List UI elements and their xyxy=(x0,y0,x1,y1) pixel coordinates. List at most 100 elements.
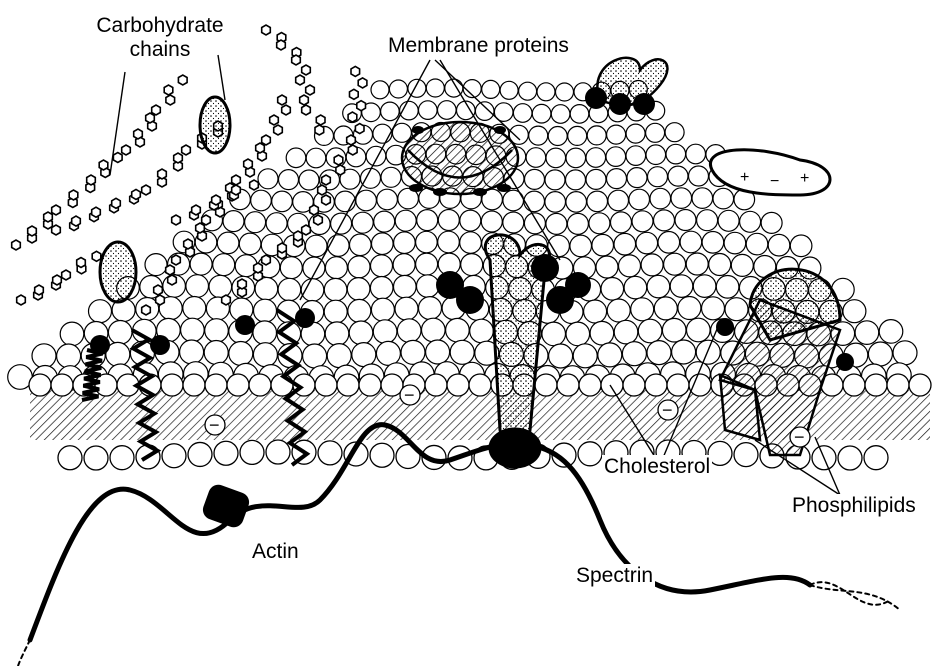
phospholipid-head xyxy=(181,318,205,342)
phospholipid-head xyxy=(641,254,663,276)
phospholipid-head xyxy=(180,340,204,364)
phospholipid-head xyxy=(315,374,337,396)
phospholipid-head xyxy=(426,79,444,97)
phospholipid-head xyxy=(110,446,134,470)
phospholipid-head xyxy=(573,344,597,368)
charge-minus: − xyxy=(662,400,673,420)
phospholipid-head xyxy=(666,144,686,164)
sugar-ring xyxy=(278,95,287,105)
phospholipid-head xyxy=(626,124,645,143)
phospholipid-head xyxy=(425,374,447,396)
sugar-ring xyxy=(168,275,177,285)
phospholipid-head xyxy=(601,374,623,396)
phospholipid-head xyxy=(843,300,866,323)
phospholipid-head xyxy=(266,440,290,464)
phospholipid-head xyxy=(205,374,227,396)
phospholipid-head xyxy=(419,297,442,320)
sugar-ring xyxy=(348,112,357,122)
sugar-ring xyxy=(182,145,191,155)
phospholipid-head xyxy=(301,279,324,302)
phospholipid-head xyxy=(667,374,689,396)
phospholipid-head xyxy=(422,318,446,342)
ankyrin-anchor xyxy=(493,438,537,466)
phospholipid-head xyxy=(537,83,555,101)
phospholipid-head xyxy=(590,321,614,345)
phospholipid-head xyxy=(254,299,277,322)
phospholipid-head xyxy=(213,254,235,276)
phospholipid-head xyxy=(648,167,668,187)
phospholipid-head xyxy=(693,275,716,298)
phospholipid-head xyxy=(227,374,249,396)
sugar-ring xyxy=(164,85,173,95)
phospholipid-head xyxy=(725,298,748,321)
sugar-ring xyxy=(250,180,259,190)
sugar-ring xyxy=(351,66,360,76)
phospholipid-head xyxy=(303,344,327,368)
phospholipid-head xyxy=(570,235,592,257)
phospholipid-head xyxy=(349,321,373,345)
phospholipid-head xyxy=(606,147,626,167)
sugar-ring xyxy=(12,240,21,250)
phospholipid-head xyxy=(614,233,636,255)
sugar-ring xyxy=(52,225,61,235)
charge-plus: + xyxy=(740,169,749,186)
sugar-ring xyxy=(316,115,325,125)
phospholipid-head xyxy=(702,297,725,320)
sugar-ring xyxy=(270,115,279,125)
sugar-ring xyxy=(347,135,356,145)
actin-junction xyxy=(200,482,252,530)
phospholipid-head xyxy=(607,125,626,144)
phospholipid-head xyxy=(864,446,888,470)
sugar-ring xyxy=(152,105,161,115)
phospholipid-head xyxy=(500,81,518,99)
phospholipid-head xyxy=(389,80,407,98)
phospholipid-head xyxy=(647,341,671,365)
phospholipid-head xyxy=(713,188,734,209)
phospholipid-head xyxy=(305,235,327,257)
phospholipid-head xyxy=(217,232,239,254)
sugar-ring xyxy=(17,295,26,305)
phospholipid-head xyxy=(549,344,573,368)
phospholipid-head xyxy=(272,191,293,212)
phospholipid-head xyxy=(366,146,386,166)
sugar-ring xyxy=(357,101,366,111)
sugar-ring xyxy=(192,205,201,215)
phospholipid-head xyxy=(646,145,666,165)
phospholipid-head xyxy=(394,275,417,298)
sugar-ring xyxy=(62,270,71,280)
phospholipid-head xyxy=(697,210,718,231)
membrane-proteins-label: Membrane proteins xyxy=(386,34,571,58)
phospholipid-head xyxy=(89,300,112,323)
phospholipid-head xyxy=(460,210,481,231)
sugar-ring xyxy=(348,145,357,155)
phospholipid-head xyxy=(306,148,326,168)
actin-label: Actin xyxy=(250,540,301,564)
phospholipid-head xyxy=(370,443,394,467)
phospholipid-head xyxy=(186,275,209,298)
phospholipid-head xyxy=(417,275,440,298)
phospholipid-head xyxy=(607,169,627,189)
sugar-ring xyxy=(87,175,96,185)
sugar-ring xyxy=(146,113,155,123)
phospholipid-head xyxy=(183,297,206,320)
phospholipid-head xyxy=(450,340,474,364)
phospholipid-head xyxy=(718,210,739,231)
phospholipid-head xyxy=(526,148,546,168)
phospholipid-head xyxy=(629,189,650,210)
phospholipid-head xyxy=(686,144,706,164)
phospholipid-head xyxy=(438,231,460,253)
phospholipid-head xyxy=(374,211,395,232)
phospholipid-head xyxy=(598,343,622,367)
phospholipid-head xyxy=(377,189,398,210)
phospholipid-head xyxy=(397,319,421,343)
charge-minus: − xyxy=(209,415,220,435)
phospholipid-head xyxy=(60,322,84,346)
sugar-ring xyxy=(278,243,287,253)
phospholipid-head xyxy=(29,374,51,396)
phospholipid-head xyxy=(416,253,438,275)
phospholipid-head xyxy=(689,374,711,396)
phospholipid-bottom-heads xyxy=(58,440,888,470)
carbohydrate-chains-label: Carbohydrate chains xyxy=(78,14,242,62)
phospholipid-head xyxy=(145,254,167,276)
